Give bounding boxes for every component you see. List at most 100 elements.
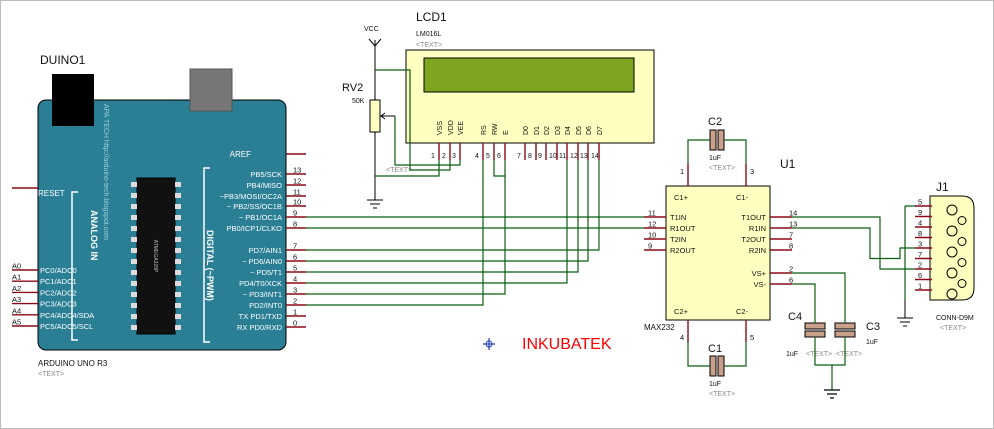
max-bottom-pin-name: C2- xyxy=(736,307,749,316)
max232-body xyxy=(665,185,771,321)
chip-pin xyxy=(175,226,181,231)
chip-label: ATMEGA328P xyxy=(152,240,158,273)
max-right-pin-name: R2IN xyxy=(749,246,766,255)
analog-pin-number: A2 xyxy=(12,284,21,293)
lcd-text-placeholder: <TEXT> xyxy=(416,42,442,49)
max-top-pin-number: 1 xyxy=(680,167,684,176)
analog-pin-name: PC3/ADC3 xyxy=(40,300,77,309)
digital-pin-number: 8 xyxy=(293,220,297,229)
chip-pin xyxy=(175,281,181,286)
lcd-pins: VSS1VDD2VEE3RS4RW5E6D07D18D29D310D411D51… xyxy=(431,120,604,160)
max-left-pin-number: 9 xyxy=(648,242,652,251)
db9-ground-icon xyxy=(897,317,913,327)
chip-pin xyxy=(175,248,181,253)
max232-ref: U1 xyxy=(780,157,796,171)
j1-text-placeholder: <TEXT> xyxy=(940,325,966,332)
analog-pin-name: PC2/ADC2 xyxy=(40,288,77,297)
wire-d7 xyxy=(306,160,600,251)
db9-pin-hole xyxy=(946,246,958,258)
max-right-pin-name: VS- xyxy=(753,280,766,289)
lcd-pin-number: 12 xyxy=(570,153,578,160)
arduino-text-placeholder: <TEXT> xyxy=(38,371,64,378)
max-left-pin-number: 10 xyxy=(648,231,656,240)
pot-body xyxy=(369,99,381,133)
db9-pin-number: 3 xyxy=(918,240,922,249)
digital-pin-name: TX PD1/TXD xyxy=(239,312,283,321)
db9-pin-hole xyxy=(946,225,958,237)
chip-pins xyxy=(131,182,181,330)
lcd-pin-number: 4 xyxy=(475,153,479,160)
chip-pin xyxy=(131,303,137,308)
wire-rw xyxy=(493,160,505,177)
max232-model: MAX232 xyxy=(644,323,675,332)
digital-pin-number: 4 xyxy=(293,275,297,284)
digital-pin-name: ~PB3/MOSI/OC2A xyxy=(220,192,282,201)
lcd-pin-name: D7 xyxy=(597,126,604,135)
wire-cap-gnd xyxy=(814,337,846,366)
max-top-pin-number: 3 xyxy=(750,167,754,176)
lcd-pin-number: 6 xyxy=(497,153,501,160)
chip-pin xyxy=(175,259,181,264)
max-left-pin-number: 11 xyxy=(648,209,656,218)
pot-text-placeholder: <TEXT> xyxy=(386,167,412,174)
cap-plate xyxy=(709,355,717,377)
wire-c1a xyxy=(687,342,710,367)
chip-pin xyxy=(131,204,137,209)
chip-pin xyxy=(131,270,137,275)
max-right-pin-name: T2OUT xyxy=(741,235,766,244)
digital-bracket xyxy=(203,167,210,343)
max-right-pin-number: 2 xyxy=(789,265,793,274)
wire-e xyxy=(306,160,506,295)
chip-pin xyxy=(131,259,137,264)
cap-text-placeholder: <TEXT> xyxy=(709,165,735,172)
digital-pin-number: 3 xyxy=(293,286,297,295)
digital-pin-name: PD2/INT0 xyxy=(249,301,282,310)
cap-plate xyxy=(834,322,856,330)
pot-ground-icon xyxy=(367,199,383,209)
digital-pin-name: PB0/ICP1/CLKO xyxy=(227,224,283,233)
wire-vee xyxy=(394,116,461,166)
digital-title: DIGITAL (~PWM) xyxy=(205,230,215,301)
chip-pin xyxy=(131,237,137,242)
max-right-pin-number: 13 xyxy=(789,220,797,229)
arduino-ref: DUINO1 xyxy=(40,53,86,67)
digital-pin-name: PB5/SCK xyxy=(250,170,282,179)
digital-pin-number: 2 xyxy=(293,297,297,306)
cap-plate xyxy=(717,355,725,377)
analog-pin-number: A0 xyxy=(12,262,21,271)
chip-pin xyxy=(175,193,181,198)
lcd-pin-name: VEE xyxy=(458,121,465,135)
arduino-model: ARDUINO UNO R3 xyxy=(38,359,108,368)
chip-pin xyxy=(175,215,181,220)
wire-c2b xyxy=(724,139,747,164)
lcd-pin-number: 13 xyxy=(580,153,588,160)
lcd-model: LM016L xyxy=(416,31,441,38)
power-jack xyxy=(189,68,233,112)
digital-pin-name: ~ PD6/AIN0 xyxy=(242,257,282,266)
lcd-pin-name: D3 xyxy=(555,126,562,135)
lcd-pin-name: RS xyxy=(481,125,488,135)
vcc-label: VCC xyxy=(364,26,379,33)
db9-pin-number: 9 xyxy=(918,208,922,217)
chip-pin xyxy=(131,292,137,297)
atmega-chip xyxy=(136,177,176,335)
wire-vss xyxy=(375,160,440,177)
wire-d6 xyxy=(306,160,589,262)
max-right-pin-number: 7 xyxy=(789,231,793,240)
cap-value: 1uF xyxy=(866,339,878,346)
lcd-pin-name: E xyxy=(503,130,510,135)
db9-pin-number: 6 xyxy=(918,271,922,280)
lcd-pin-name: D6 xyxy=(586,126,593,135)
cap-value: 1uF xyxy=(786,351,798,358)
db9-pin-hole xyxy=(957,216,967,225)
cap-text-placeholder: <TEXT> xyxy=(836,351,862,358)
lcd-pin-number: 7 xyxy=(517,153,521,160)
lcd-module: LCD1 LM016L <TEXT> VSS1VDD2VEE3RS4RW5E6D… xyxy=(405,10,655,160)
lcd-pin-name: D1 xyxy=(534,126,541,135)
cap-ref: C4 xyxy=(788,311,802,323)
max-left-pin-name: T2IN xyxy=(670,235,686,244)
wires xyxy=(306,69,915,399)
